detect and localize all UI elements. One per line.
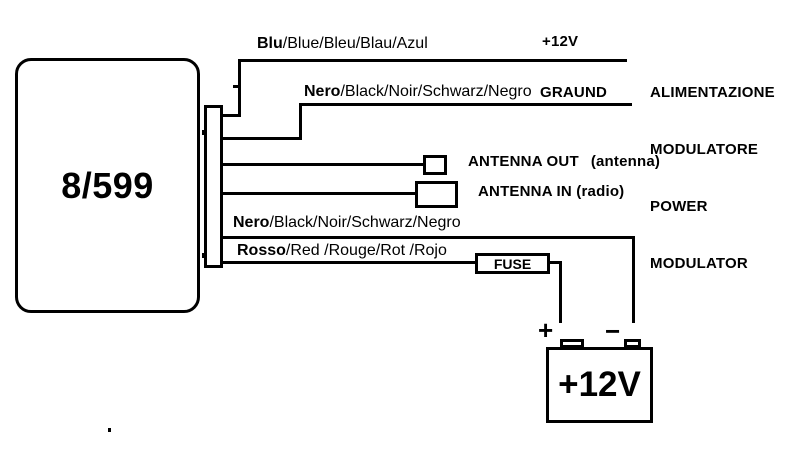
antenna-in-wire xyxy=(220,192,415,195)
blue-wire-stub xyxy=(220,114,241,117)
antenna-out-plug xyxy=(423,155,447,175)
battery-positive-symbol: + xyxy=(538,315,554,345)
black-power-translations: /Black/Noir/Schwarz/Negro xyxy=(340,83,532,100)
connector-block xyxy=(204,105,223,268)
antenna-out-label-row: ANTENNA OUT (antenna) xyxy=(468,154,660,170)
black-ground-color-word: Nero xyxy=(233,214,270,231)
caption-line-3: POWER xyxy=(650,198,708,215)
black-ground-wire-drop xyxy=(632,236,635,323)
connector-pin-dot-top xyxy=(202,130,206,135)
antenna-out-label: ANTENNA OUT xyxy=(468,153,579,170)
stray-period-dot xyxy=(108,428,111,432)
blue-wire-annotation: +12V xyxy=(542,33,579,50)
red-wire-stub xyxy=(548,261,562,264)
red-translations: /Red /Rouge/Rot /Rojo xyxy=(285,242,447,259)
antenna-in-label: ANTENNA IN (radio) xyxy=(478,183,625,200)
black-power-wire-annotation: GRAUND xyxy=(540,84,608,101)
battery-label: +12V xyxy=(558,365,641,404)
battery-negative-symbol: − xyxy=(605,316,621,346)
red-wire-drop xyxy=(559,261,562,323)
black-power-wire-stub xyxy=(220,137,302,140)
red-wire-horizontal xyxy=(220,261,476,264)
fuse-box: FUSE xyxy=(475,253,550,274)
modulator-label: 8/599 xyxy=(61,164,154,206)
blue-wire-horizontal xyxy=(238,59,627,62)
black-ground-wire-label: Nero/Black/Noir/Schwarz/Negro xyxy=(233,214,461,232)
black-power-wire-label: Nero/Black/Noir/Schwarz/Negro xyxy=(304,83,532,101)
modulator-box: 8/599 xyxy=(15,58,200,313)
antenna-out-wire xyxy=(220,163,423,166)
caption-line-4: MODULATOR xyxy=(650,255,748,272)
black-power-color-word: Nero xyxy=(304,83,341,100)
black-power-wire-riser xyxy=(299,103,302,140)
power-supply-caption: ALIMENTAZIONE MODULATORE POWER MODULATOR xyxy=(650,45,775,311)
black-ground-wire-horizontal xyxy=(220,236,635,239)
black-power-wire-horizontal xyxy=(299,103,632,106)
caption-line-2: MODULATORE xyxy=(650,141,759,158)
red-wire-label: Rosso/Red /Rouge/Rot /Rojo xyxy=(237,242,447,260)
caption-line-1: ALIMENTAZIONE xyxy=(650,84,775,101)
blue-wire-riser xyxy=(238,59,241,117)
pin-tick-mark xyxy=(233,85,239,88)
black-ground-translations: /Black/Noir/Schwarz/Negro xyxy=(269,214,461,231)
blue-wire-label: Blu/Blue/Bleu/Blau/Azul xyxy=(257,35,428,53)
blue-color-word: Blu xyxy=(257,35,283,52)
fuse-label: FUSE xyxy=(493,255,532,272)
antenna-in-plug xyxy=(415,181,458,208)
blue-translations: /Blue/Bleu/Blau/Azul xyxy=(282,35,428,52)
battery-positive-terminal xyxy=(560,339,584,348)
antenna-out-note: (antenna) xyxy=(590,153,661,170)
connector-pin-dot-bottom xyxy=(202,253,206,258)
battery-negative-terminal xyxy=(624,339,641,348)
battery-box: +12V xyxy=(546,347,653,423)
red-color-word: Rosso xyxy=(237,242,286,259)
